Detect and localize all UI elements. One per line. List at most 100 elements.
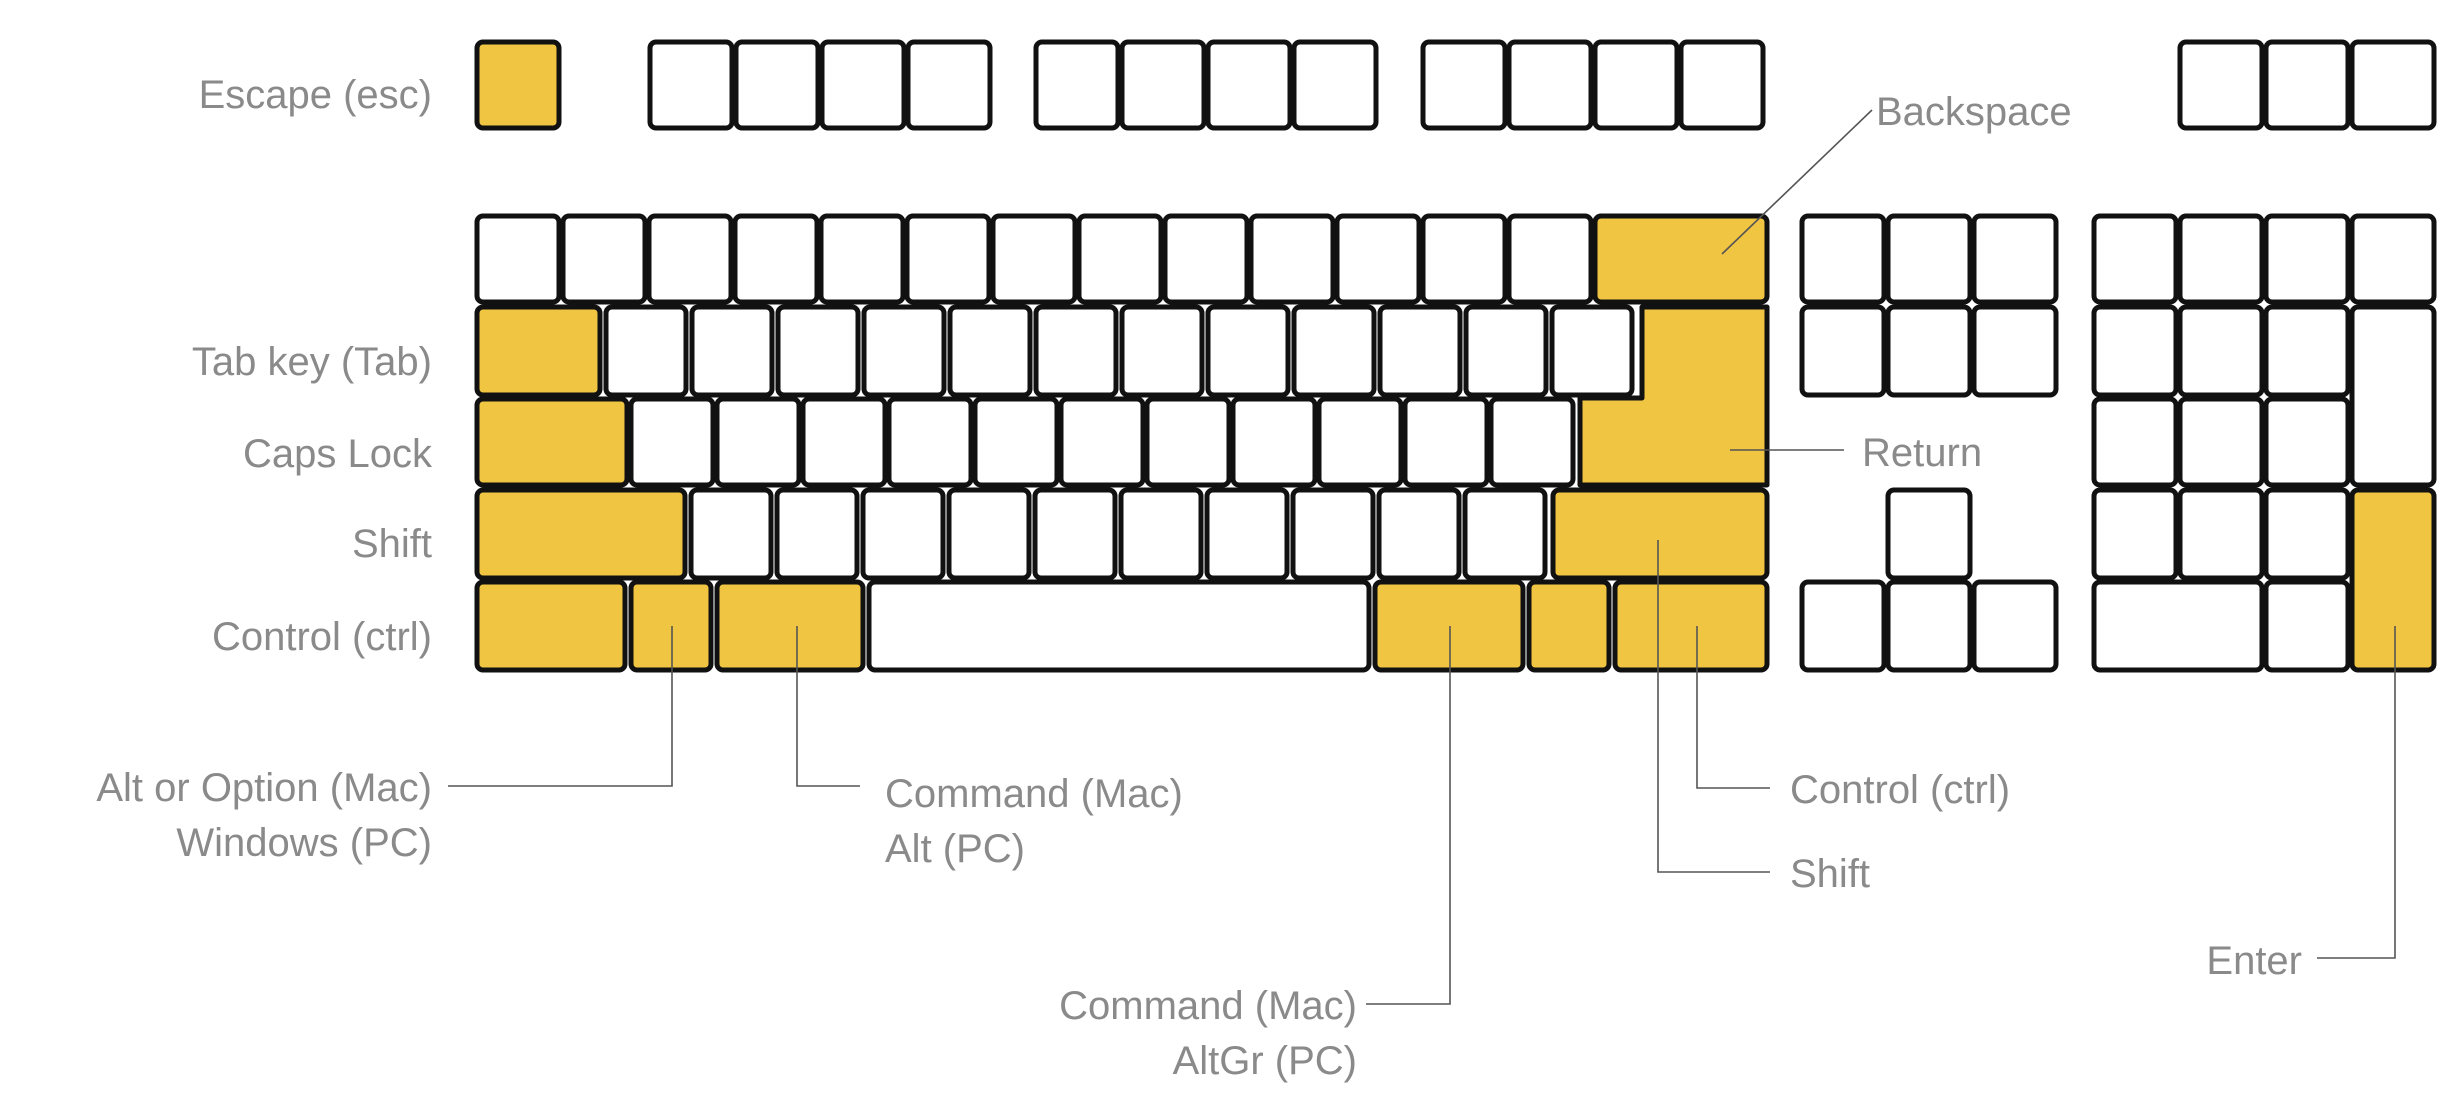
leader-backspace: [1721, 109, 1873, 255]
key: [990, 213, 1078, 305]
label-control-right: Control (ctrl): [1790, 768, 2010, 812]
key: [2091, 213, 2179, 305]
key-arrow-up: [1885, 487, 1973, 581]
key-f12: [1678, 39, 1766, 131]
label-alt-option-line-1: Alt or Option (Mac): [96, 766, 432, 810]
key: [1402, 396, 1490, 488]
key-keypad-plus: [2349, 304, 2437, 488]
key: [2177, 304, 2265, 398]
key-pause: [2349, 39, 2437, 131]
key: [689, 304, 775, 398]
key-arrow-down: [1885, 579, 1973, 673]
label-caps-lock: Caps Lock: [243, 432, 433, 476]
key: [1162, 213, 1250, 305]
key: [1316, 396, 1404, 488]
key: [1205, 304, 1291, 398]
key: [1290, 487, 1376, 581]
leader-alt-option: [448, 626, 673, 787]
key: [1462, 487, 1548, 581]
label-tab: Tab key (Tab): [192, 340, 432, 384]
numeric-keypad: [2091, 213, 2437, 673]
key: [1420, 213, 1508, 305]
label-command-right-line-2: AltGr (PC): [1173, 1039, 1357, 1083]
label-command-left-line-1: Command (Mac): [885, 772, 1183, 816]
qwerty-row: [474, 304, 1635, 398]
key: [2263, 304, 2351, 398]
key-command-left: [714, 579, 866, 673]
key: [2263, 487, 2351, 581]
key: [774, 487, 860, 581]
key: [1204, 487, 1290, 581]
leader-shift-right: [1657, 540, 1770, 873]
key-fn: [1526, 579, 1612, 673]
label-enter: Enter: [2206, 939, 2302, 983]
key: [1119, 304, 1205, 398]
label-backspace: Backspace: [1876, 90, 2072, 134]
key: [2177, 487, 2265, 581]
key-command-right: [1372, 579, 1526, 673]
key: [1549, 304, 1635, 398]
key: [2263, 396, 2351, 488]
function-row: [474, 39, 2437, 131]
key: [688, 487, 774, 581]
bottom-row: [474, 579, 1770, 673]
key: [1248, 213, 1336, 305]
key-control-right: [1612, 579, 1770, 673]
shift-row: [474, 487, 1770, 581]
key: [886, 396, 974, 488]
key: [714, 396, 802, 488]
key-caps-lock: [474, 396, 630, 488]
key-f7: [1205, 39, 1293, 131]
key: [2091, 304, 2179, 398]
leader-command-right: [1366, 626, 1451, 1005]
label-control-left: Control (ctrl): [212, 615, 432, 659]
key-f3: [819, 39, 907, 131]
key-f6: [1119, 39, 1207, 131]
key: [1033, 304, 1119, 398]
key-delete: [1799, 304, 1887, 398]
label-shift-left: Shift: [352, 522, 432, 566]
key: [646, 213, 734, 305]
key-scroll-lock: [2263, 39, 2351, 131]
key-return: [1577, 304, 1770, 488]
key: [603, 304, 689, 398]
key: [972, 396, 1060, 488]
key-f5: [1033, 39, 1121, 131]
label-alt-option-line-2: Windows (PC): [176, 821, 432, 865]
key-end: [1885, 304, 1973, 398]
key: [1118, 487, 1204, 581]
key: [2177, 396, 2265, 488]
key: [818, 213, 906, 305]
key-enter: [2349, 487, 2437, 673]
key-f1: [647, 39, 735, 131]
key: [2263, 579, 2351, 673]
key-f4: [905, 39, 993, 131]
key-f11: [1592, 39, 1680, 131]
key-arrow-left: [1799, 579, 1887, 673]
key: [1334, 213, 1422, 305]
key-f8: [1291, 39, 1379, 131]
key-control-left: [474, 579, 628, 673]
navigation-cluster: [1799, 213, 2059, 673]
key-page-up: [1971, 213, 2059, 305]
key-spacebar: [866, 579, 1372, 673]
key: [1291, 304, 1377, 398]
key-shift-left: [474, 487, 688, 581]
leader-lines: [448, 109, 2396, 1005]
key: [800, 396, 888, 488]
key: [1144, 396, 1232, 488]
key: [474, 213, 562, 305]
home-row: [474, 396, 1576, 488]
label-command-left-line-2: Alt (PC): [885, 827, 1025, 871]
key: [1506, 213, 1594, 305]
key-escape: [474, 39, 562, 131]
key-backspace: [1592, 213, 1770, 305]
key: [560, 213, 648, 305]
key: [904, 213, 992, 305]
key: [628, 396, 716, 488]
key-page-down: [1971, 304, 2059, 398]
key: [1058, 396, 1146, 488]
key-tab: [474, 304, 603, 398]
label-shift-right: Shift: [1790, 852, 1870, 896]
